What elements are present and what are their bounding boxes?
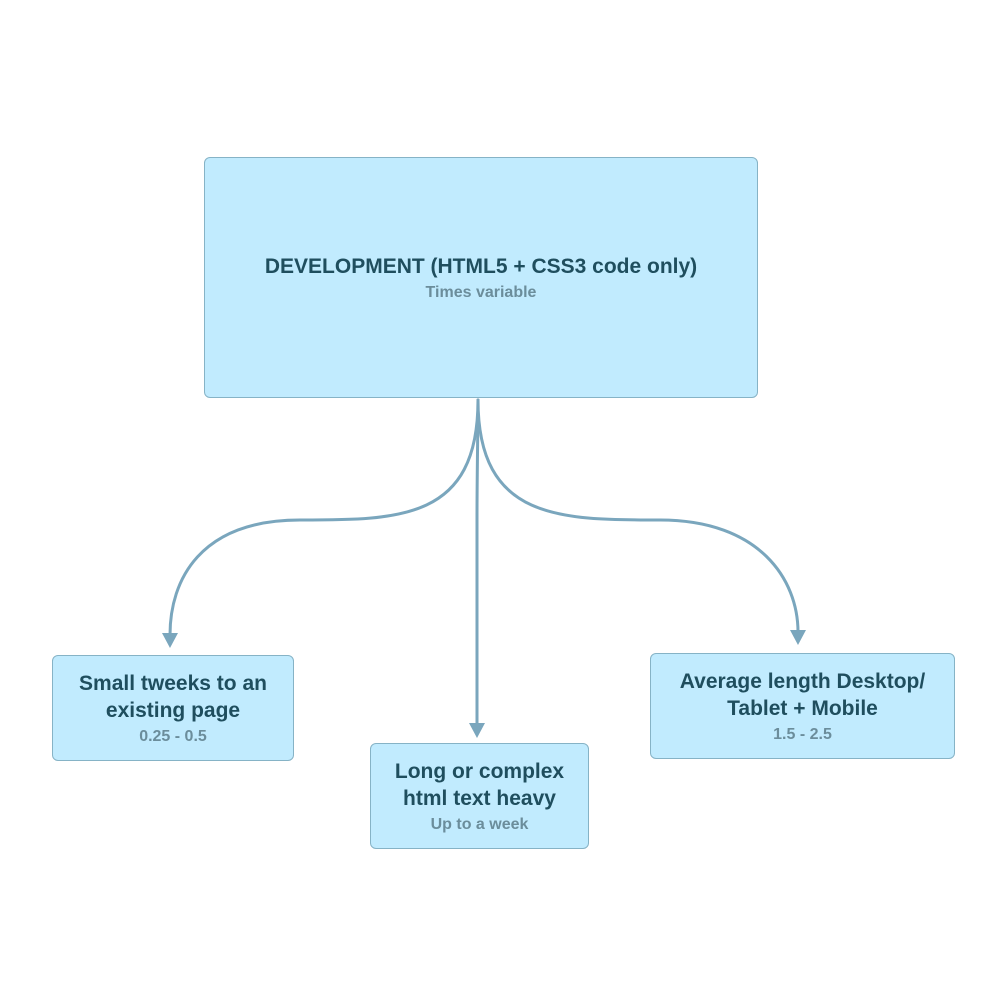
root-node-subtitle: Times variable: [425, 283, 537, 301]
child-node-long-complex[interactable]: Long or complex html text heavy Up to a …: [370, 743, 589, 849]
connector-to-small-tweeks: [168, 398, 480, 637]
child-node-average-length[interactable]: Average length Desktop/ Tablet + Mobile …: [650, 653, 955, 759]
child-node-title-line2: html text heavy: [403, 786, 556, 810]
root-node-development[interactable]: DEVELOPMENT (HTML5 + CSS3 code only) Tim…: [204, 157, 758, 398]
connector-to-long-complex: [475, 398, 480, 727]
child-node-title-line1: Small tweeks to an: [79, 671, 267, 695]
child-node-subtitle: Up to a week: [430, 815, 529, 833]
child-node-title-line1: Long or complex: [394, 759, 565, 783]
child-node-title-line1: Average length Desktop/: [679, 669, 926, 693]
child-node-title-line2: Tablet + Mobile: [727, 696, 878, 720]
child-node-small-tweeks[interactable]: Small tweeks to an existing page 0.25 - …: [52, 655, 294, 761]
arrowhead-small-tweeks: [162, 633, 178, 648]
child-node-subtitle: 1.5 - 2.5: [773, 725, 832, 743]
arrowhead-long-complex: [469, 723, 485, 738]
arrowhead-average-length: [790, 630, 806, 645]
child-node-subtitle: 0.25 - 0.5: [139, 727, 207, 745]
root-node-title: DEVELOPMENT (HTML5 + CSS3 code only): [264, 254, 698, 278]
child-node-title-line2: existing page: [105, 698, 241, 722]
connector-to-average-length: [476, 398, 800, 634]
